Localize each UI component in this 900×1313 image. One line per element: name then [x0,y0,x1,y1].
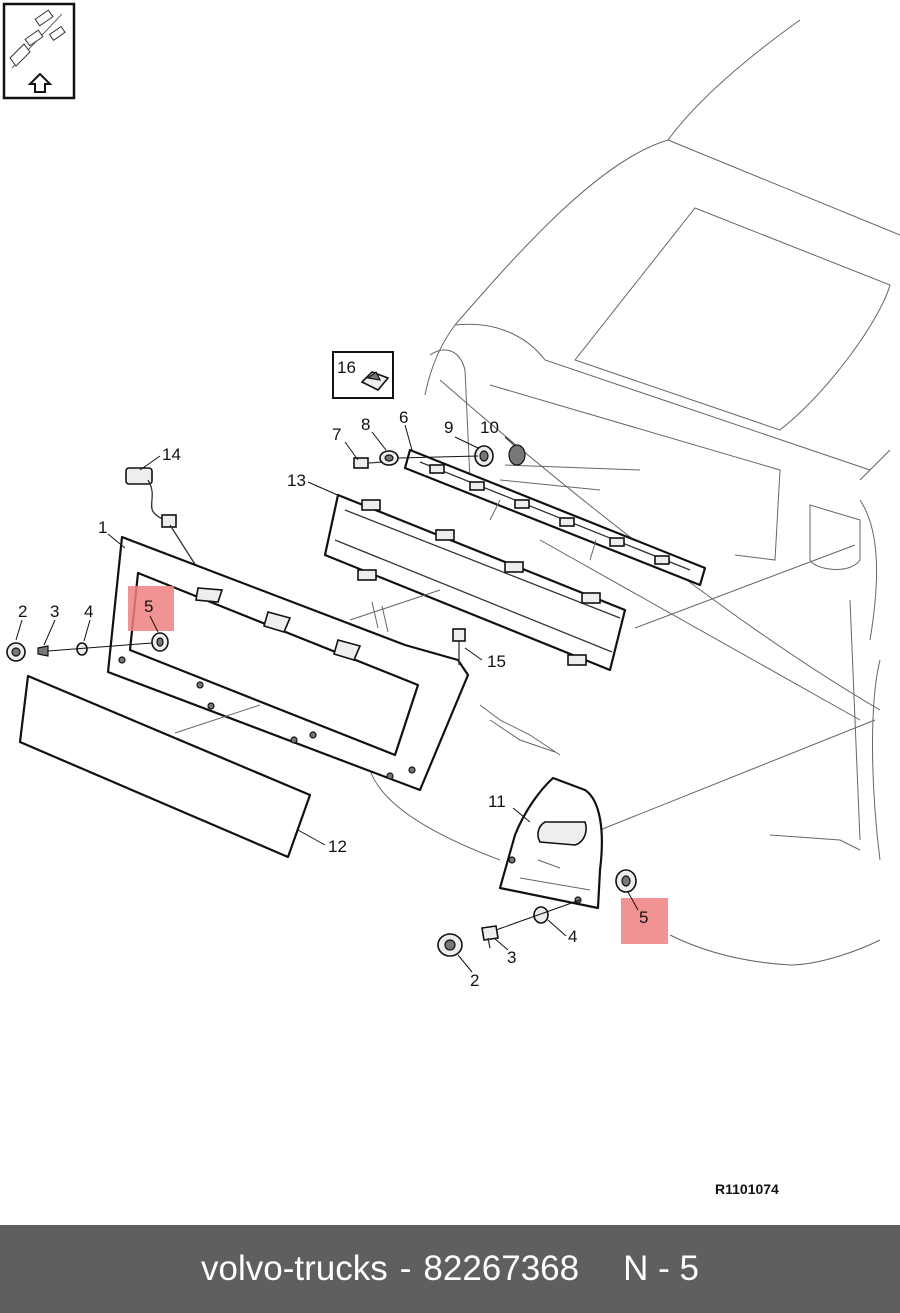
callout-5-left: 5 [144,597,153,616]
parts-diagram: 1 2 3 4 5 6 7 8 9 10 11 12 13 14 15 16 2… [2,2,900,1197]
callout-4-left: 4 [84,602,93,621]
part-11-side-lamp [498,776,603,910]
up-arrow-icon [27,72,53,93]
fasteners-group-top [353,444,526,469]
part-1-frame [106,535,470,792]
callout-8: 8 [361,415,370,434]
leader-lines [15,424,639,973]
part-13-housing [323,493,627,672]
callout-1: 1 [98,518,107,537]
callout-14: 14 [162,445,181,464]
callout-10: 10 [480,418,499,437]
parts-illustration-icon [2,2,76,100]
callout-12: 12 [328,837,347,856]
truck-body-outline [369,19,900,966]
part-12-panel [18,674,312,859]
callout-13: 13 [287,471,306,490]
position-label: N - 5 [623,1249,699,1288]
callout-9: 9 [444,418,453,437]
callout-2-right: 2 [470,971,479,990]
highlight-part-5-left [128,586,174,631]
separator: - [399,1249,412,1288]
part-16-box [332,351,394,399]
brand-label: volvo-trucks [201,1249,388,1288]
callouts: 1 2 3 4 5 6 7 8 9 10 11 12 13 14 15 16 2… [18,358,648,990]
callout-6: 6 [399,408,408,427]
callout-5-right: 5 [639,908,648,927]
footer-bar: volvo-trucks - 82267368 N - 5 [0,1225,900,1313]
fasteners-group-right [437,869,637,957]
highlight-part-5-right [621,898,668,944]
diagram-reference: R1101074 [715,1181,779,1197]
fasteners-group-left [6,632,169,662]
callout-16: 16 [337,358,356,377]
callout-4-right: 4 [568,927,577,946]
callout-2-left: 2 [18,602,27,621]
callout-15: 15 [487,652,506,671]
callout-11: 11 [488,792,506,811]
callout-7: 7 [332,425,341,444]
callout-3-right: 3 [507,948,516,967]
callout-3-left: 3 [50,602,59,621]
part-number: 82267368 [423,1249,580,1288]
part-15-clip [452,628,466,665]
part-6-strip [403,448,707,587]
